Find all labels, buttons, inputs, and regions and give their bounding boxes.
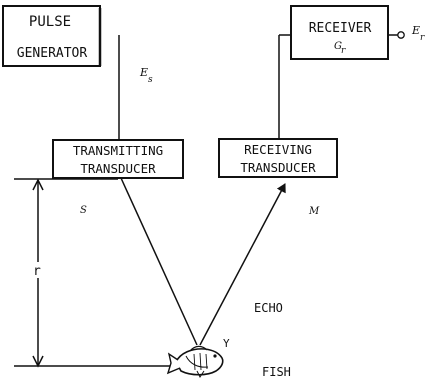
range-label: r (33, 264, 41, 279)
transmit-point-label: S (80, 205, 87, 216)
svg-text:E: E (411, 24, 420, 37)
receiver-label: RECEIVER (309, 21, 372, 36)
fish-label: FISH (262, 365, 291, 378)
fish-icon (168, 346, 223, 377)
svg-text:E: E (139, 66, 148, 79)
pulse-generator-label-line1: PULSE (29, 14, 71, 30)
echo-label: ECHO (254, 301, 283, 315)
receiving-transducer-label-line1: RECEIVING (244, 142, 312, 157)
range-dimension: r (14, 180, 185, 366)
receiving-transducer-label-line2: TRANSDUCER (240, 160, 316, 175)
transmitted-path (121, 178, 197, 345)
echo-path-arrow (200, 184, 285, 345)
receiving-transducer-block: RECEIVING TRANSDUCER (219, 139, 337, 177)
receiver-gain-subscript: r (341, 46, 346, 56)
svg-text:s: s (148, 75, 153, 85)
transmitting-transducer-block: TRANSMITTING TRANSDUCER (53, 140, 183, 178)
target-strength-label: Y (223, 337, 230, 350)
svg-text:r: r (420, 33, 425, 43)
output-voltage-label: E r (411, 24, 425, 43)
transmitting-transducer-label-line1: TRANSMITTING (73, 143, 163, 158)
receive-point-label: M (308, 206, 320, 217)
receiver-block: RECEIVER G r (291, 6, 388, 59)
pulse-generator-label-line2: GENERATOR (17, 46, 88, 61)
pulse-generator-block: PULSE GENERATOR (3, 6, 100, 66)
output-terminal (398, 32, 404, 38)
source-voltage-label: E s (139, 66, 153, 85)
transmitting-transducer-label-line2: TRANSDUCER (80, 161, 156, 176)
